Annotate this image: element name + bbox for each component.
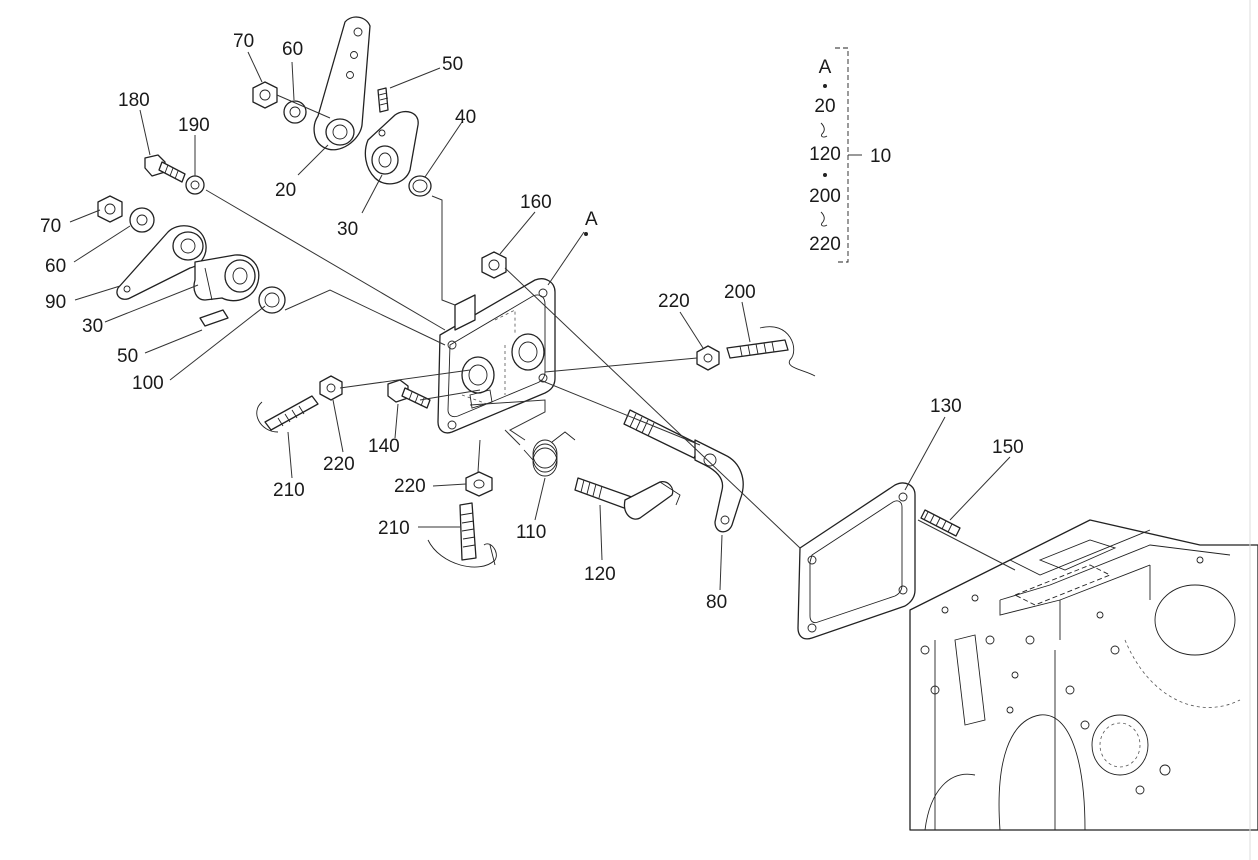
- callout-50-left: 50: [117, 346, 138, 367]
- legend-dot-1: [823, 84, 827, 88]
- engine-block: [909, 519, 1258, 831]
- shaft-120: [574, 477, 681, 520]
- spring-110: [523, 431, 576, 477]
- callout-210-bottom: 210: [378, 518, 410, 539]
- callout-110: 110: [516, 522, 546, 543]
- callout-20: 20: [275, 180, 296, 201]
- gasket-130: [797, 482, 916, 640]
- callout-220-left: 220: [323, 454, 355, 475]
- washer-60-top: [283, 100, 307, 124]
- callout-60-left: 60: [45, 256, 66, 277]
- legend-item-20: 20: [814, 96, 835, 117]
- legend-dot-2: [823, 173, 827, 177]
- callout-150: 150: [992, 437, 1024, 458]
- washer-190: [185, 175, 205, 195]
- callout-210-left: 210: [273, 480, 305, 501]
- callout-140: 140: [368, 436, 400, 457]
- nut-70-top: [252, 81, 278, 109]
- callout-220-right: 220: [658, 291, 690, 312]
- callout-30-top: 30: [337, 219, 358, 240]
- legend-group-label: 10: [870, 146, 891, 167]
- nut-220-left: [319, 375, 343, 401]
- legend-item-200: 200: [809, 186, 841, 207]
- nut-160: [481, 251, 507, 279]
- lever-20: [313, 16, 371, 151]
- bushing-100: [258, 286, 286, 314]
- callout-50-top: 50: [442, 54, 463, 75]
- callout-160: 160: [520, 192, 552, 213]
- screw-210-left: [256, 395, 319, 433]
- callout-90: 90: [45, 292, 66, 313]
- callout-70-left: 70: [40, 216, 61, 237]
- legend-item-220: 220: [809, 234, 841, 255]
- callout-70-top: 70: [233, 31, 254, 52]
- washer-60-left: [129, 207, 155, 233]
- bolt-140: [387, 379, 431, 409]
- screw-210-bottom: [427, 502, 497, 568]
- callout-80: 80: [706, 592, 727, 613]
- lever-30-left: [193, 254, 260, 302]
- assembly-lines: [205, 94, 1016, 571]
- legend-item-a: A: [819, 57, 832, 78]
- callout-190: 190: [178, 115, 210, 136]
- nut-220-right: [696, 345, 720, 371]
- lever-90: [116, 225, 207, 300]
- nut-220-bottom: [465, 471, 493, 497]
- callout-220-bottom: 220: [394, 476, 426, 497]
- callout-leaders: [69, 51, 1011, 591]
- legend-tilde-2: [820, 211, 828, 227]
- callouts: 70 60 50 40 20 30 180 190 70 60 90 30 50…: [40, 31, 1024, 613]
- stud-150: [920, 509, 961, 537]
- cover-plate: [437, 278, 556, 434]
- callout-40: 40: [455, 107, 476, 128]
- bolt-180: [144, 154, 186, 183]
- legend-item-120: 120: [809, 144, 841, 165]
- pin-50-left: [199, 309, 229, 327]
- screw-200: [726, 326, 816, 377]
- legend-tilde-1: [820, 122, 828, 138]
- nut-70-left: [97, 195, 123, 223]
- callout-180: 180: [118, 90, 150, 111]
- callout-120: 120: [584, 564, 616, 585]
- o-ring-40: [408, 175, 432, 197]
- callout-30-left: 30: [82, 316, 103, 337]
- callout-100: 100: [132, 373, 164, 394]
- callout-a: A: [585, 209, 598, 230]
- callout-60-top: 60: [282, 39, 303, 60]
- callout-200: 200: [724, 282, 756, 303]
- legend: A 20 120 200 220 10: [809, 47, 891, 263]
- lever-30-top: [364, 87, 419, 185]
- callout-a-dot: [584, 232, 588, 236]
- callout-130: 130: [930, 396, 962, 417]
